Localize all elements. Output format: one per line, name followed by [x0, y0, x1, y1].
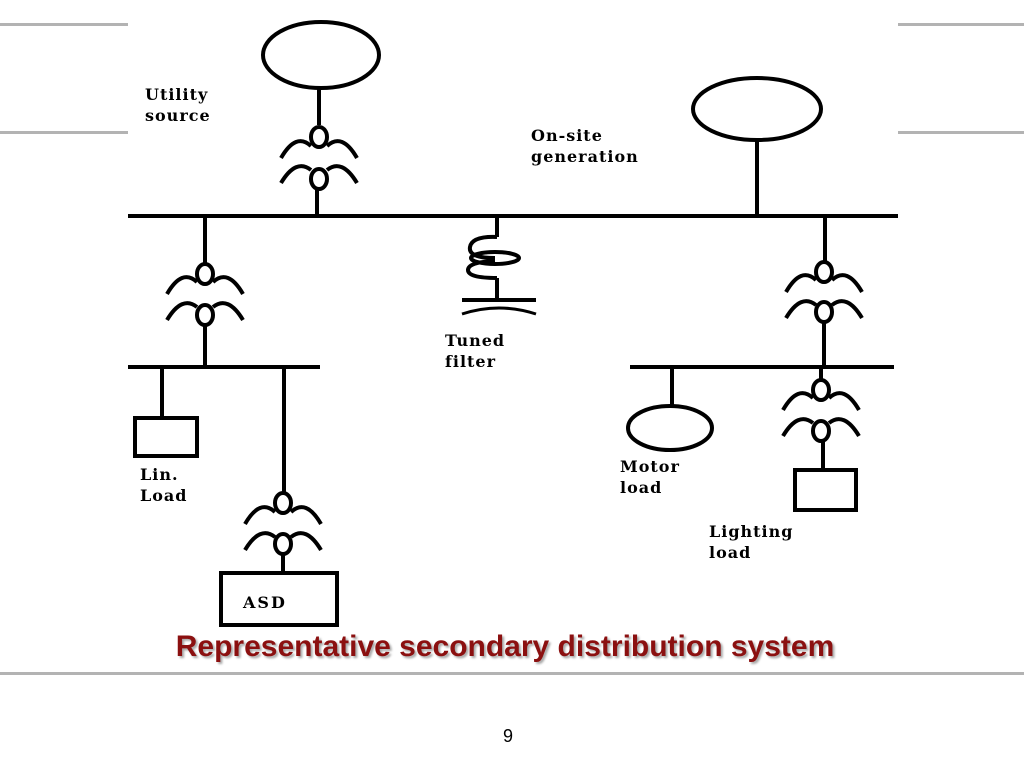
lighting-load-box: [793, 468, 858, 512]
lin-load-label-line2: Load: [140, 486, 187, 505]
motor-load-circle: [626, 404, 714, 452]
asd-transformer-symbol: [243, 491, 323, 556]
tuned-filter-ground-arc: [461, 306, 537, 316]
onsite-generation-label-line1: On-site: [531, 126, 603, 145]
motor-load-label-line2: load: [620, 478, 662, 497]
utility-source-label-line2: source: [145, 106, 211, 125]
onsite-generator-circle: [691, 76, 823, 142]
utility-transformer-symbol: [279, 125, 359, 191]
tuned-filter-label-line1: Tuned: [445, 331, 505, 350]
asd-label: ASD: [242, 593, 287, 612]
distribution-diagram: Utility source On-site generation Tuned …: [128, 20, 898, 627]
asd-box: [219, 571, 339, 627]
lighting-transformer-symbol: [781, 378, 861, 443]
lin-load-box: [133, 416, 199, 458]
top-right-rule: [898, 23, 1024, 26]
upper-right-rule: [898, 131, 1024, 134]
page-number: 9: [502, 726, 513, 746]
tuned-filter-inductor: [465, 234, 521, 280]
utility-source-label-line1: Utility: [145, 85, 208, 104]
upper-left-rule: [0, 131, 128, 134]
left-transformer-symbol: [165, 262, 245, 327]
bottom-rule: [0, 672, 1024, 675]
motor-load-label-line1: Motor: [620, 457, 680, 476]
tuned-filter-label-line2: filter: [445, 352, 496, 371]
top-left-rule: [0, 23, 128, 26]
lighting-load-label-line1: Lighting: [709, 522, 793, 541]
onsite-generation-label-line2: generation: [531, 147, 639, 166]
lighting-load-label-line2: load: [709, 543, 751, 562]
right-transformer-symbol: [784, 260, 864, 324]
utility-source-circle: [261, 20, 381, 90]
slide-title: Representative secondary distribution sy…: [175, 630, 835, 663]
lin-load-label-line1: Lin.: [140, 465, 179, 484]
